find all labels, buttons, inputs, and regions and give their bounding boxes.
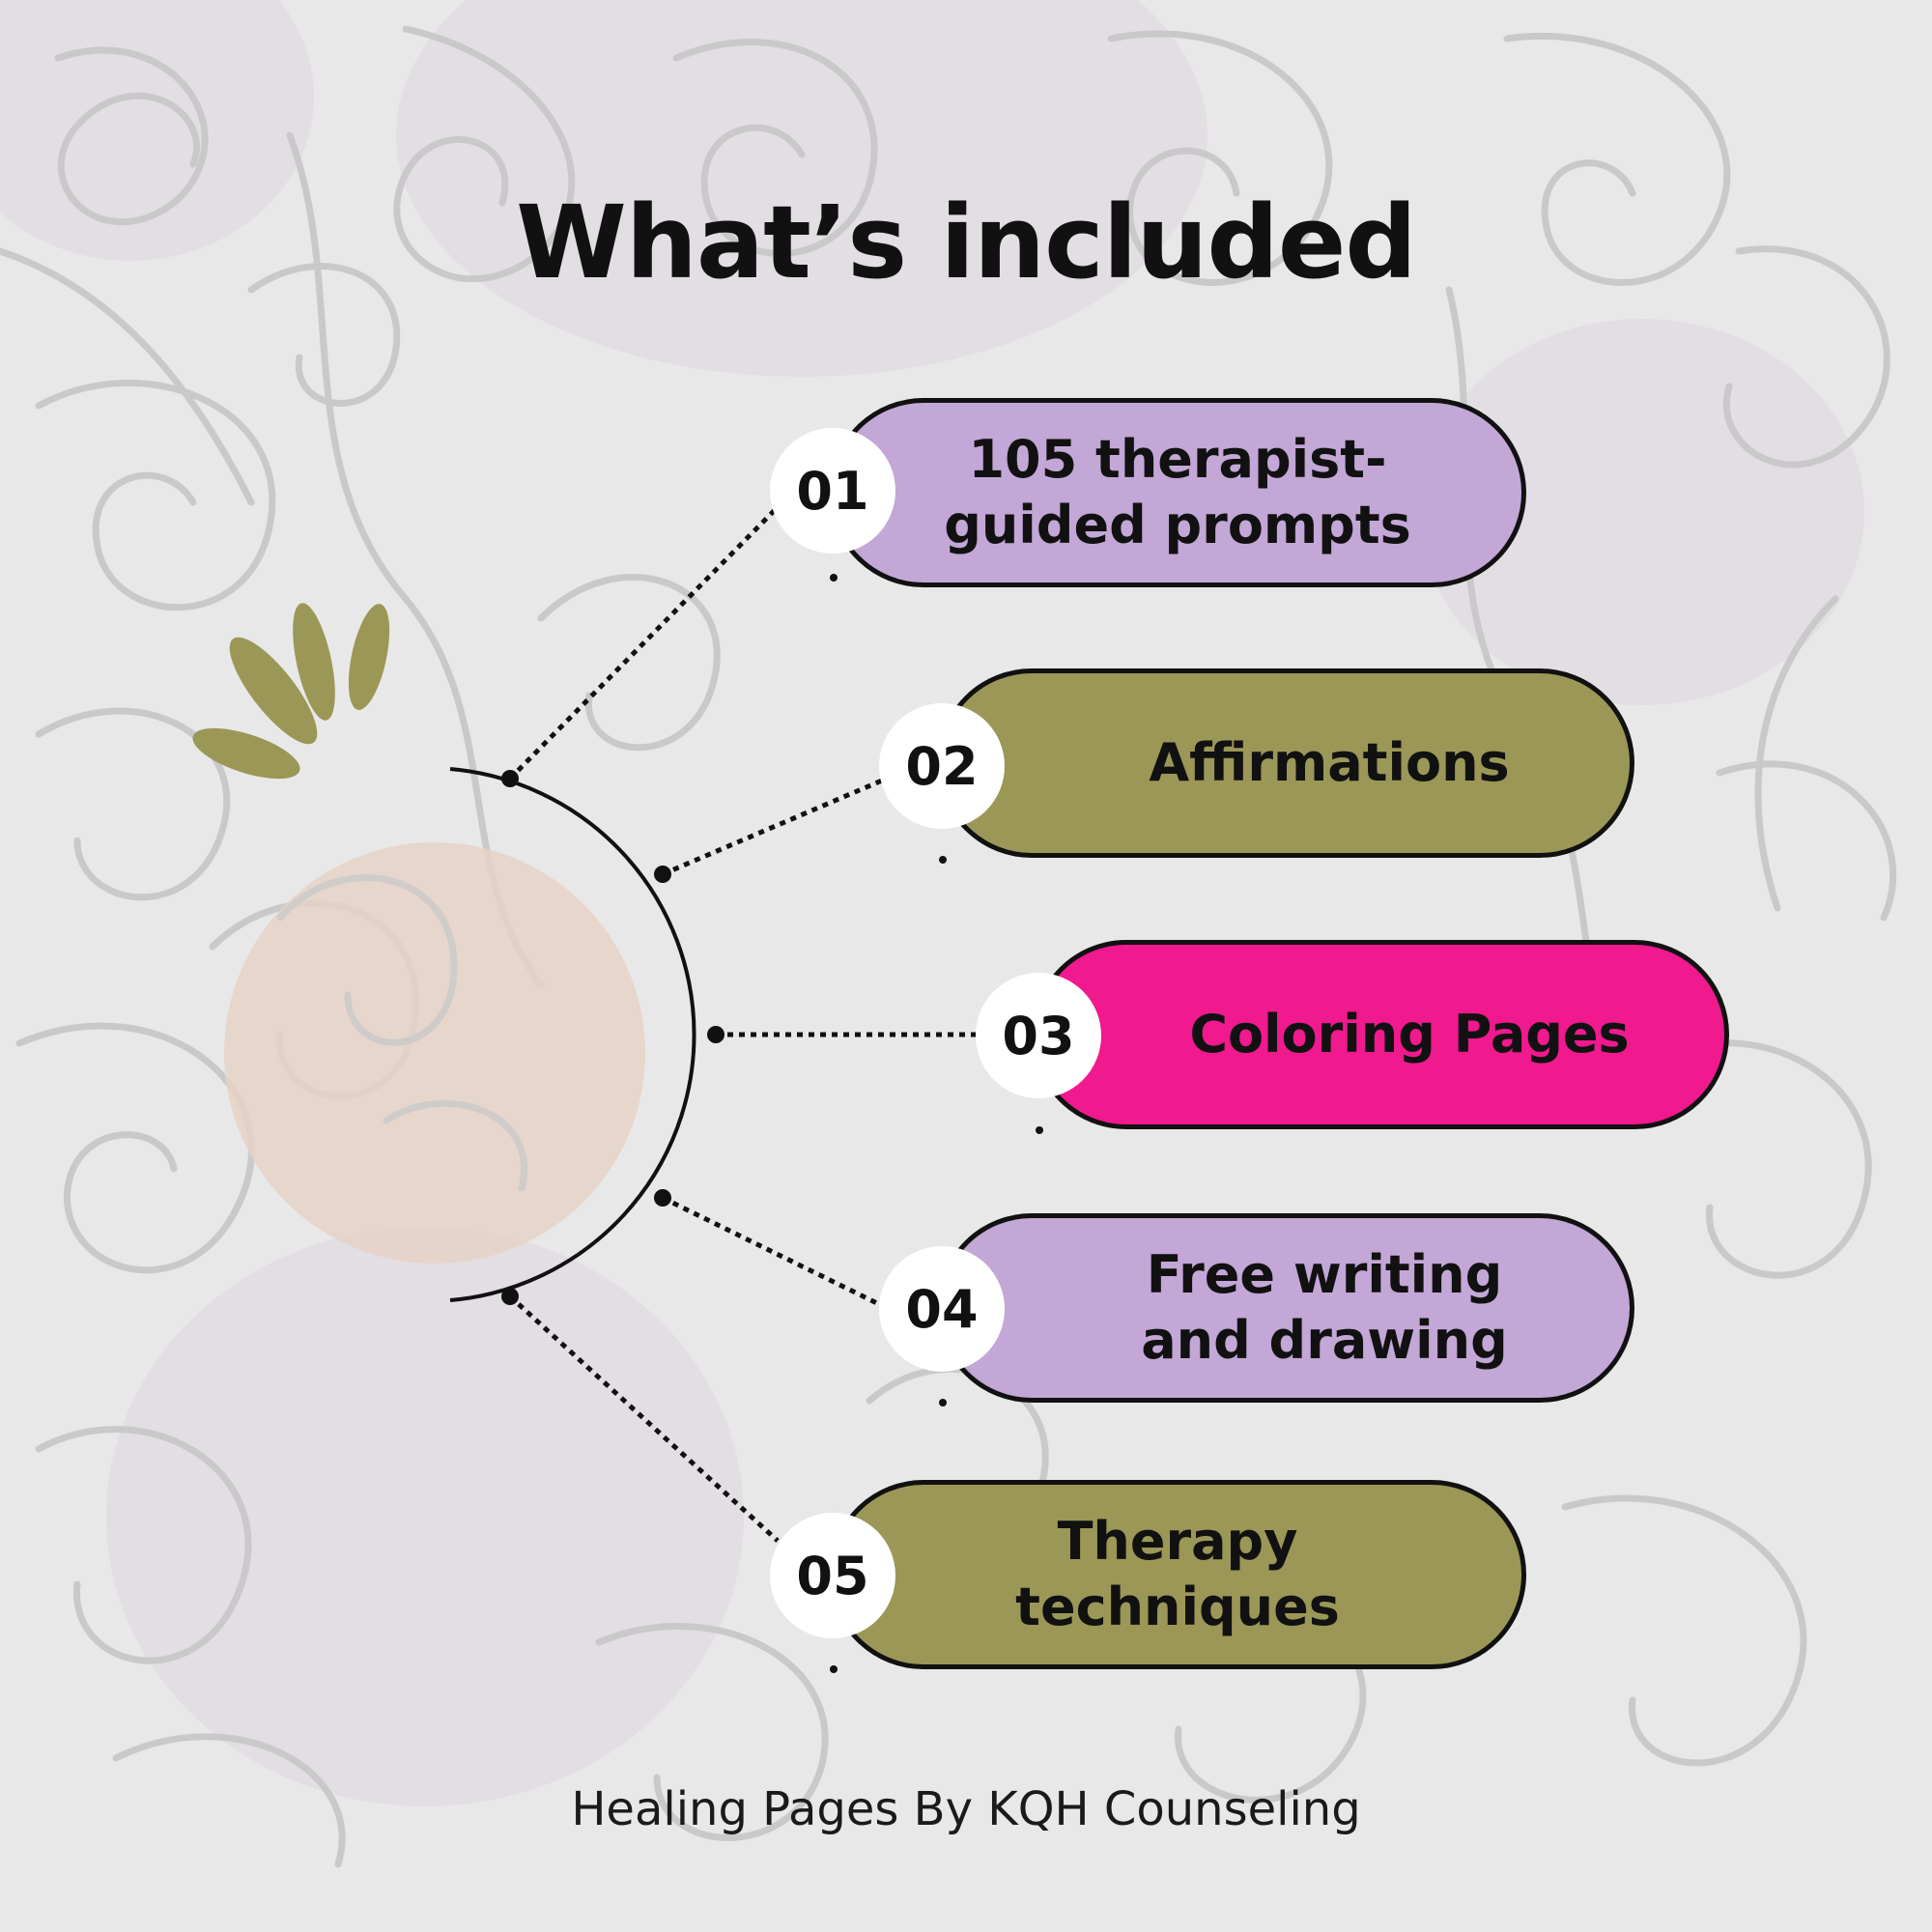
- item-02-pill: Affirmations: [937, 668, 1634, 858]
- item-04-number: 04: [905, 1278, 979, 1340]
- item-04-label: Free writing and drawing: [1141, 1244, 1508, 1371]
- footer-credit: Healing Pages By KQH Counseling: [571, 1782, 1361, 1836]
- item-05-pill: Therapy techniques: [829, 1480, 1526, 1669]
- item-05-label: Therapy techniques: [1015, 1511, 1340, 1637]
- item-01-label: 105 therapist- guided prompts: [944, 429, 1411, 555]
- item-02-number: 02: [905, 735, 979, 797]
- item-03-label: Coloring Pages: [1189, 1004, 1630, 1065]
- item-05-number: 05: [796, 1545, 869, 1606]
- item-03-number: 03: [1002, 1005, 1075, 1066]
- item-04-pill: Free writing and drawing: [937, 1213, 1634, 1403]
- item-01-number-badge: 01: [770, 428, 895, 554]
- item-03-pill: Coloring Pages: [1032, 940, 1729, 1129]
- item-05-number-badge: 05: [770, 1513, 895, 1638]
- item-02-label: Affirmations: [1149, 732, 1510, 793]
- item-01-number: 01: [796, 460, 869, 522]
- item-02-number-badge: 02: [879, 703, 1005, 829]
- item-04-number-badge: 04: [879, 1246, 1005, 1372]
- page-title: What’s included: [516, 184, 1417, 301]
- item-01-pill: 105 therapist- guided prompts: [829, 398, 1526, 587]
- item-03-number-badge: 03: [976, 973, 1101, 1098]
